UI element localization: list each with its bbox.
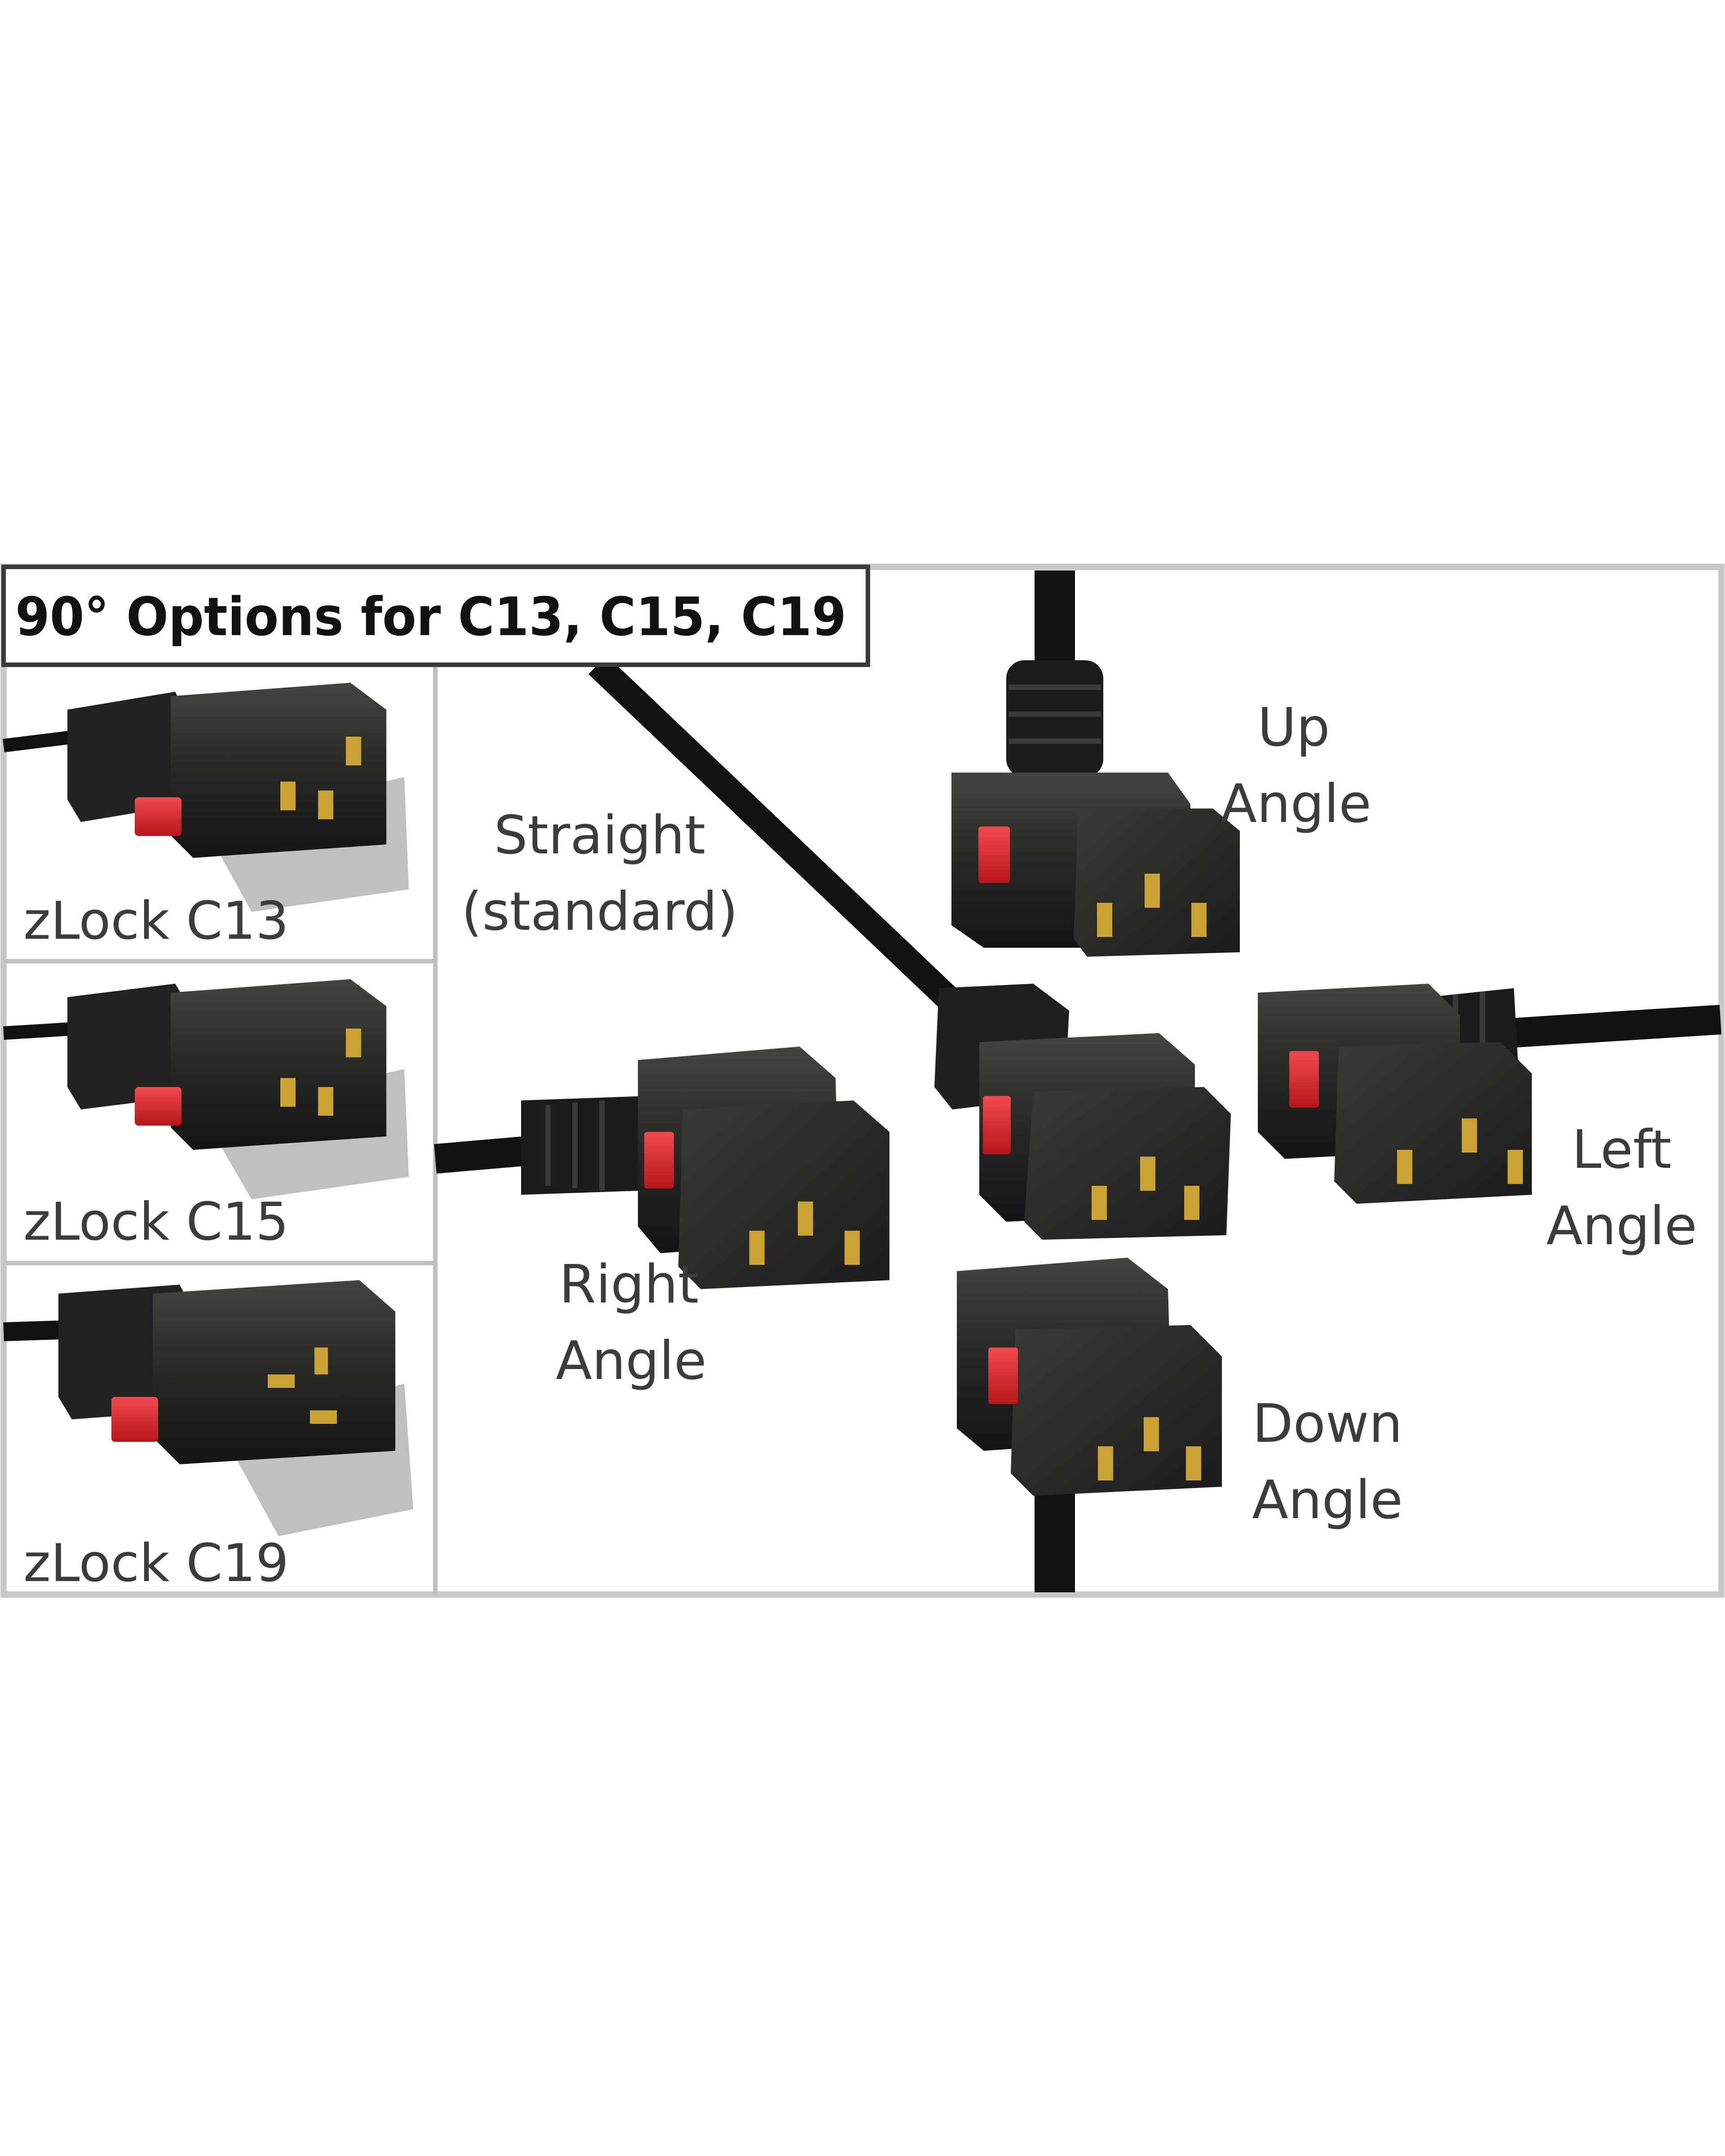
zlock-c15-connector bbox=[67, 979, 409, 1199]
left-column-frame bbox=[4, 665, 438, 1595]
label-straight-line2: (standard) bbox=[461, 880, 738, 942]
orientation-labels: Straight (standard) Right Angle Up Angle… bbox=[461, 696, 1697, 1531]
straight-connector bbox=[934, 984, 1231, 1240]
label-zlock-c15: zLock C15 bbox=[23, 1192, 289, 1252]
zlock-c19-connector bbox=[58, 1280, 413, 1536]
label-left-line1: Left bbox=[1572, 1118, 1672, 1180]
label-up-line2: Angle bbox=[1221, 773, 1371, 835]
right-angle-connector bbox=[521, 1047, 889, 1289]
zlock-c13-connector bbox=[67, 683, 409, 912]
label-down-line1: Down bbox=[1252, 1392, 1402, 1454]
label-right-line2: Angle bbox=[556, 1330, 707, 1392]
label-straight-line1: Straight bbox=[494, 804, 706, 866]
left-angle-connector bbox=[1258, 984, 1532, 1204]
label-zlock-c13: zLock C13 bbox=[23, 891, 289, 951]
left-column-labels: zLock C13 zLock C15 zLock C19 bbox=[23, 891, 289, 1594]
label-zlock-c19: zLock C19 bbox=[23, 1533, 289, 1594]
up-angle-connector bbox=[951, 660, 1240, 957]
title-box: 90° Options for C13, C15, C19 bbox=[1, 565, 870, 667]
label-left-line2: Angle bbox=[1546, 1195, 1697, 1257]
down-angle-connector bbox=[957, 1258, 1222, 1496]
figure-title: 90° Options for C13, C15, C19 bbox=[15, 586, 846, 648]
label-down-line2: Angle bbox=[1252, 1469, 1403, 1531]
label-right-line1: Right bbox=[559, 1253, 699, 1315]
label-up-line1: Up bbox=[1257, 696, 1330, 758]
